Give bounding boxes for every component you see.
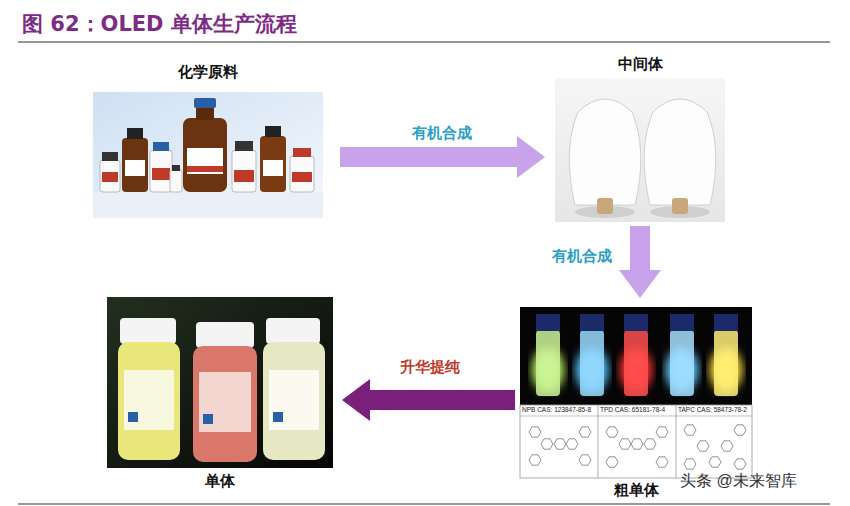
- bottom-rule: [18, 504, 830, 505]
- image-caption: 单体: [107, 471, 333, 491]
- monomer-bottles-photo: [107, 297, 333, 468]
- cas-number: TPD CAS: 65181-78-4: [600, 406, 665, 414]
- title-rule: [18, 42, 830, 43]
- cas-number: NPB CAS: 123847-85-8: [522, 406, 591, 414]
- cas-number: TAPC CAS: 58473-78-2: [678, 406, 747, 414]
- glowing-vials-photo: [520, 307, 752, 478]
- watermark: 头条 @未来智库: [680, 471, 797, 490]
- powder-bags-photo: [555, 78, 725, 222]
- edge-label: 有机合成: [552, 247, 612, 266]
- block-arrow: [340, 136, 545, 178]
- figure-title: 图 62：OLED 单体生产流程: [22, 10, 297, 38]
- edge-label: 升华提纯: [400, 358, 460, 377]
- edge-label: 有机合成: [412, 124, 472, 143]
- image-node: 粗单体: [520, 307, 752, 500]
- image-node: 中间体: [555, 54, 725, 222]
- block-arrow: [342, 379, 515, 421]
- image-node: 化学原料: [93, 62, 323, 218]
- image-node: 单体: [107, 297, 333, 491]
- image-caption: 中间体: [555, 54, 725, 74]
- block-arrow: [619, 226, 661, 298]
- image-caption: 化学原料: [93, 62, 323, 82]
- reagent-bottles-photo: [93, 92, 323, 218]
